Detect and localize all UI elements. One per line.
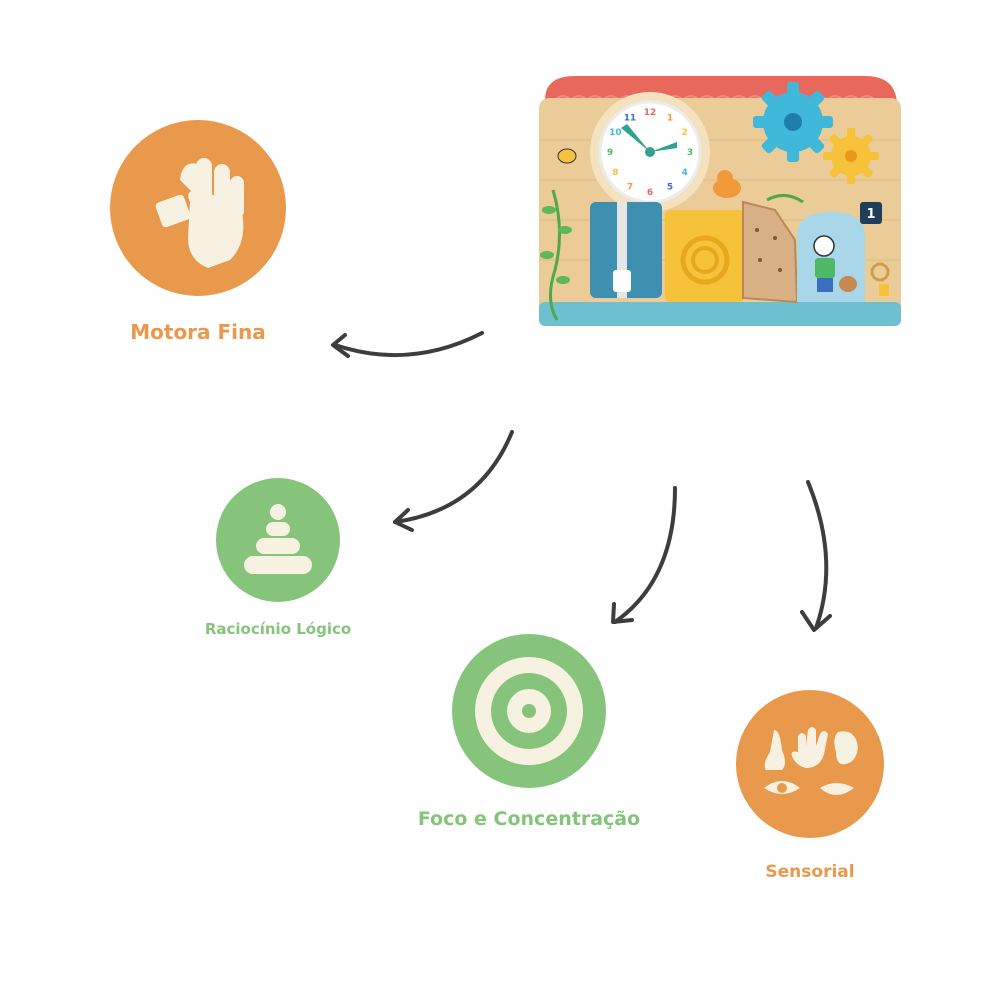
raciocinio-logico-label: Raciocínio Lógico [204,620,352,638]
target-icon [475,657,583,765]
raciocinio-logico-circle [216,478,340,602]
clock-number: 9 [607,148,613,158]
arrow-raciocinio-logico [393,430,514,532]
arrow-motora-fina [331,331,484,358]
clock-number: 4 [681,168,687,178]
hand-grasp-icon [155,158,244,268]
motora-fina-circle [110,120,286,296]
arrow-sensorial [800,480,832,632]
clock-number: 11 [624,113,637,123]
clock-number: 6 [647,188,653,198]
clock-number: 5 [667,183,673,193]
svg-text:1: 1 [866,207,875,222]
foco-concentracao-label: Foco e Concentração [417,808,641,830]
clock-number: 2 [681,128,687,138]
clock-number: 1 [667,113,673,123]
sensorial-label: Sensorial [765,862,855,882]
sensorial-circle [736,690,884,838]
clock-number: 10 [609,128,622,138]
clock-number: 12 [644,108,657,118]
foco-concentracao-circle [452,634,606,788]
clock-number: 3 [687,148,693,158]
motora-fina-label: Motora Fina [130,320,266,344]
clock-number: 8 [612,168,618,178]
clock-number: 7 [627,183,633,193]
senses-icon [764,727,858,795]
stacking-rings-icon [244,504,312,574]
arrow-foco-concentracao [611,486,677,624]
